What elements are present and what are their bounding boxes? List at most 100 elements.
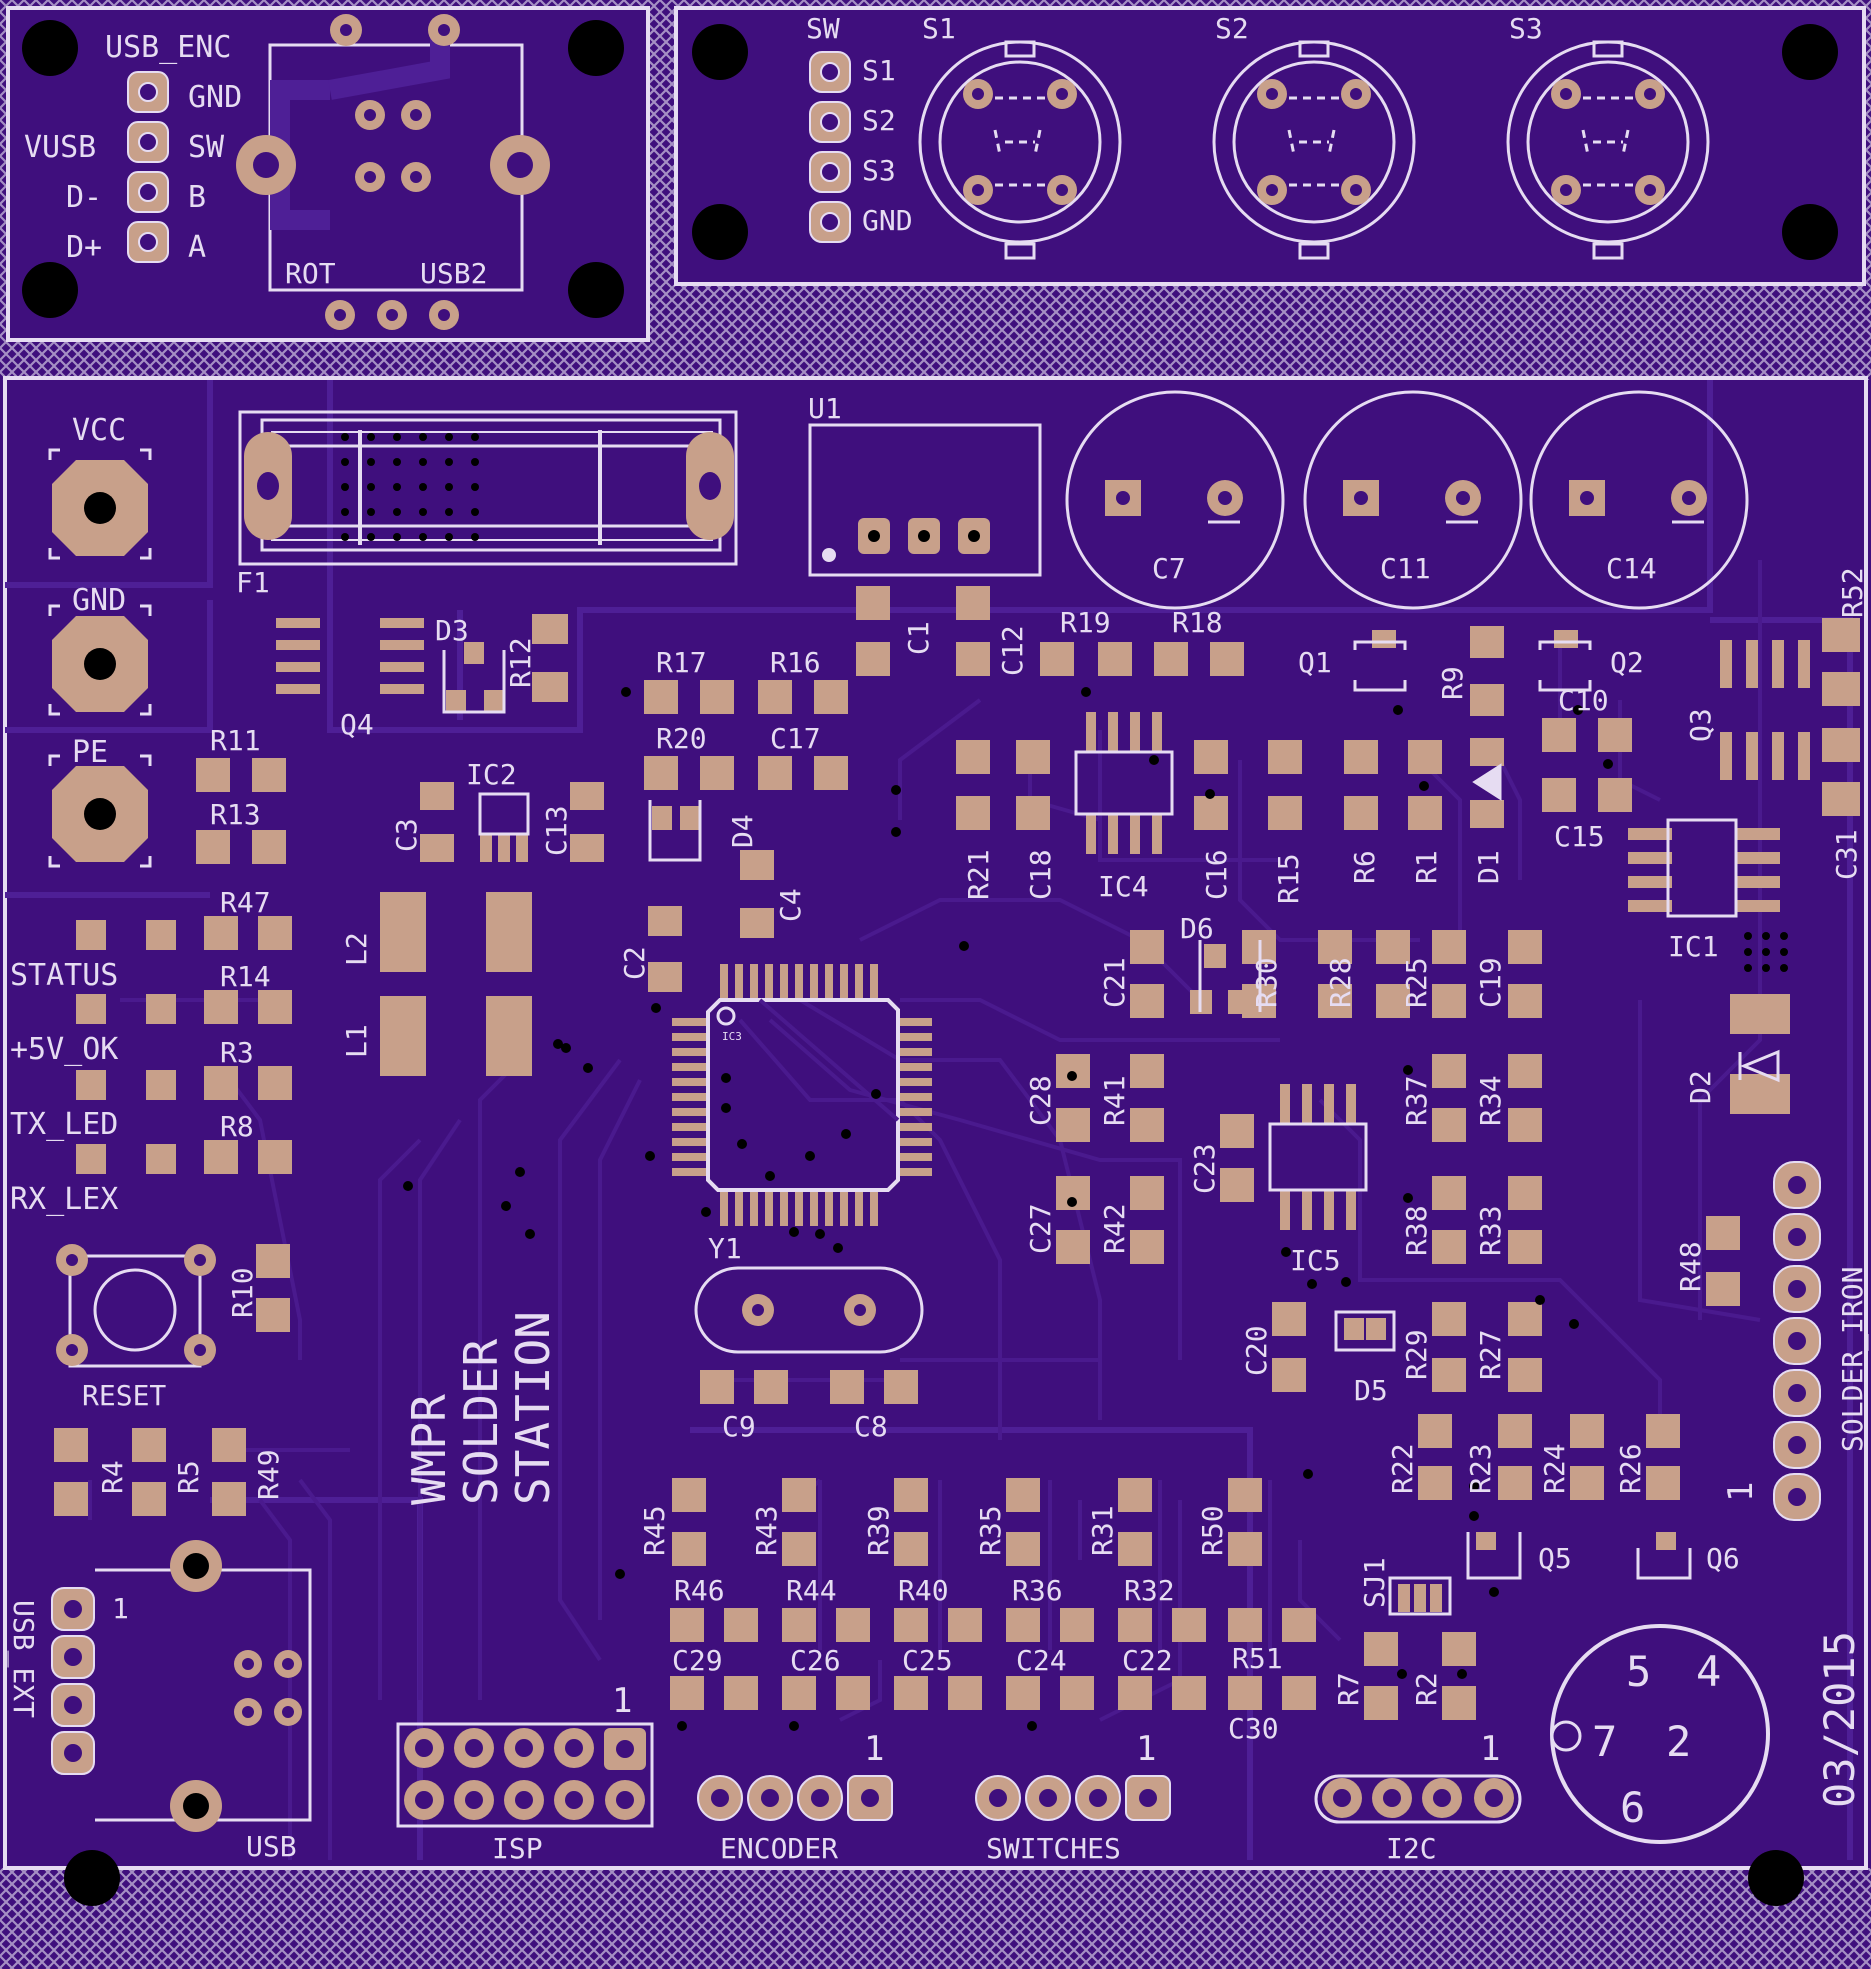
push-button-s2: S2 [1212, 12, 1416, 260]
label-r50: R50 [1196, 1505, 1229, 1556]
label-r14: R14 [220, 960, 271, 993]
label-d5: D5 [1354, 1374, 1388, 1407]
ic-outlines [442, 640, 1780, 1616]
label-r30: R30 [1250, 957, 1283, 1008]
label-r33: R33 [1474, 1205, 1507, 1256]
label-c21: C21 [1098, 957, 1131, 1008]
mount-hole [692, 24, 748, 80]
tx-led-label: TX_LED [10, 1107, 118, 1142]
label-d1: D1 [1472, 850, 1505, 884]
din-pin-5: 5 [1626, 1647, 1651, 1696]
solder-iron-header: SOLDER_IRON 1 [1721, 1161, 1870, 1521]
label-r46: R46 [674, 1574, 725, 1607]
label-c22: C22 [1122, 1644, 1173, 1677]
y1-label: Y1 [708, 1232, 742, 1265]
vusb-label: VUSB [24, 130, 96, 165]
encoder-pads [236, 14, 550, 330]
label-d4: D4 [726, 814, 759, 848]
gnd-pin-label: GND [188, 80, 242, 115]
switch-module [674, 6, 1866, 286]
smd-pads [54, 586, 1860, 1720]
bottom-mesh-strip [0, 1868, 1871, 1969]
vias [403, 687, 1788, 1731]
encoder-pad-holes [253, 24, 533, 321]
s1-label: S1 [922, 12, 956, 45]
label-l1: L1 [340, 1024, 373, 1058]
designator-labels: D3 R12 Q4 C1 C12 R19 R18 Q1 R9 Q2 C10 Q3… [96, 567, 1869, 1745]
usb-connector: USB 1 USB_EXT [6, 1540, 312, 1863]
label-r11: R11 [210, 724, 261, 757]
label-c12: C12 [996, 625, 1029, 676]
label-c8: C8 [854, 1410, 888, 1443]
din-pin-4: 4 [1696, 1647, 1721, 1696]
label-ic1: IC1 [1668, 930, 1719, 963]
label-r40: R40 [898, 1574, 949, 1607]
5v-ok-led-label: +5V_OK [10, 1032, 118, 1067]
label-r36: R36 [1012, 1574, 1063, 1607]
encoder-pin1-label: 1 [864, 1729, 884, 1769]
label-ic2: IC2 [466, 758, 517, 791]
switch-header [809, 51, 851, 243]
label-r9: R9 [1436, 666, 1469, 700]
label-r3: R3 [220, 1036, 254, 1069]
label-r26: R26 [1614, 1443, 1647, 1494]
i2c-label: I2C [1386, 1832, 1437, 1865]
label-r23: R23 [1464, 1443, 1497, 1494]
label-r45: R45 [638, 1505, 671, 1556]
label-q5: Q5 [1538, 1542, 1572, 1575]
label-r32: R32 [1124, 1574, 1175, 1607]
label-r15: R15 [1272, 853, 1305, 904]
title-line-1: WMPR [402, 1394, 456, 1505]
label-c27: C27 [1024, 1203, 1057, 1254]
solder-iron-label: SOLDER_IRON [1836, 1267, 1870, 1452]
a-pin-label: A [188, 230, 206, 265]
label-c1: C1 [902, 621, 935, 655]
label-c28: C28 [1024, 1075, 1057, 1126]
label-r22: R22 [1386, 1443, 1419, 1494]
switches-header: 1 SWITCHES [975, 1729, 1171, 1865]
i2c-pin1-label: 1 [1480, 1729, 1500, 1769]
label-c19: C19 [1474, 957, 1507, 1008]
mount-hole [22, 262, 78, 318]
push-button-s1: S1 [918, 12, 1122, 260]
label-c3: C3 [390, 818, 423, 852]
label-c24: C24 [1016, 1644, 1067, 1677]
label-r38: R38 [1400, 1205, 1433, 1256]
label-r16: R16 [770, 646, 821, 679]
label-r6: R6 [1348, 850, 1381, 884]
usb-enc-label: USB_ENC [105, 30, 231, 65]
label-c23: C23 [1188, 1143, 1221, 1194]
label-c4: C4 [774, 888, 807, 922]
mount-hole [568, 262, 624, 318]
mount-hole [22, 20, 78, 76]
label-r48: R48 [1674, 1241, 1707, 1292]
label-r24: R24 [1538, 1443, 1571, 1494]
isp-header: 1 ISP [396, 1681, 654, 1865]
s3-pin-label: S3 [862, 154, 896, 187]
gnd-sw-pin-label: GND [862, 204, 913, 237]
isp-label: ISP [492, 1832, 543, 1865]
label-r47: R47 [220, 886, 271, 919]
label-r51: R51 [1232, 1642, 1283, 1675]
label-c18: C18 [1024, 849, 1057, 900]
label-c9: C9 [722, 1410, 756, 1443]
label-r27: R27 [1474, 1329, 1507, 1380]
ic3-label: IC3 [722, 1030, 742, 1043]
pe-label: PE [72, 735, 108, 770]
mount-hole [1782, 204, 1838, 260]
vcc-label: VCC [72, 413, 126, 448]
status-led-label: STATUS [10, 958, 118, 993]
label-r37: R37 [1400, 1075, 1433, 1126]
label-r29: R29 [1400, 1329, 1433, 1380]
crystal-y1: Y1 [694, 1232, 924, 1354]
encoder-label: ENCODER [720, 1832, 838, 1865]
sw-pin-label: SW [188, 130, 225, 165]
label-r21: R21 [962, 849, 995, 900]
usb2-label: USB2 [420, 257, 487, 290]
label-r28: R28 [1324, 957, 1357, 1008]
label-r13: R13 [210, 798, 261, 831]
solder-iron-pin1-label: 1 [1721, 1482, 1761, 1502]
s2-pin-label: S2 [862, 104, 896, 137]
label-r19: R19 [1060, 606, 1111, 639]
rx-led-label: RX_LEX [10, 1182, 118, 1217]
